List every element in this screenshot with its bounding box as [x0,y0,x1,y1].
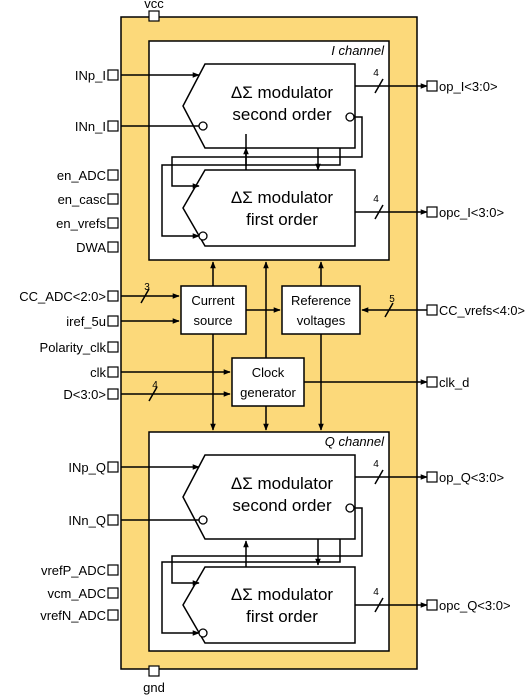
pin-vrefp-label: vrefP_ADC [41,563,106,578]
q-mod2-inv-bubble-out [345,503,355,513]
pin-clk [107,366,119,378]
pin-en-vrefs [107,217,119,229]
q-mod2-line2: second order [232,496,332,515]
q-op-slash [374,469,384,485]
vcc-label: vcc [144,0,164,11]
q-mod1-line1: ΔΣ modulator [231,585,334,604]
current-source-line1: Current [191,293,235,308]
clock-line1: Clock [252,365,285,380]
pin-op-q [426,471,438,483]
reference-line2: voltages [297,313,346,328]
i-loop-in [161,148,341,239]
pin-opc-i-label: opc_I<3:0> [439,205,504,220]
pin-dwa [107,241,119,253]
pin-clk-label: clk [90,365,106,380]
q-opc-slash [374,597,384,613]
i-mod1-inv-bubble [198,231,208,241]
pin-opc-q-label: opc_Q<3:0> [439,598,511,613]
pin-inn-i-label: INn_I [75,119,106,134]
q-mod1-block [182,566,356,644]
q-op-bus-width: 4 [373,459,379,470]
pin-vrefn-label: vrefN_ADC [40,608,106,623]
i-opc-bus-width: 4 [373,194,379,205]
q-mod2-line1: ΔΣ modulator [231,474,334,493]
reference-line1: Reference [291,293,351,308]
gnd-pin [148,665,160,677]
pin-iref-label: iref_5u [66,314,106,329]
pin-inp-q [107,461,119,473]
q-opc-bus-width: 4 [373,587,379,598]
pin-cc-vrefs [426,304,438,316]
i-op-slash [374,78,384,94]
clock-line2: generator [240,385,296,400]
pin-vcm [107,587,119,599]
i-mod2-inv-bubble-out [345,112,355,122]
gnd-label: gnd [143,680,165,695]
q-loop-in [161,539,341,636]
i-opc-slash [374,204,384,220]
pin-inn-q-label: INn_Q [68,513,106,528]
i-mod1-block [182,169,356,247]
i-mod2-line2: second order [232,105,332,124]
vcc-pin [148,10,160,22]
pin-polarity-label: Polarity_clk [40,340,107,355]
pin-dwa-label: DWA [76,240,106,255]
pin-vcm-label: vcm_ADC [47,586,106,601]
pin-en-adc-label: en_ADC [57,168,106,183]
current-source-line2: source [193,313,232,328]
clock-generator-block [231,357,305,407]
i-mod1-line1: ΔΣ modulator [231,188,334,207]
i-op-bus-width: 4 [373,68,379,79]
pin-op-q-label: op_Q<3:0> [439,470,504,485]
i-channel-label: I channel [331,43,385,58]
pin-inp-i-label: INp_I [75,68,106,83]
pin-cc-vrefs-label: CC_vrefs<4:0> [439,303,525,318]
cc-vrefs-slash [384,302,394,318]
i-mod2-block [182,63,356,149]
pin-d-label: D<3:0> [63,387,106,402]
cc-vrefs-bus-width: 5 [389,294,395,305]
pin-inp-i [107,69,119,81]
pin-d [107,388,119,400]
pin-en-casc-label: en_casc [58,192,107,207]
pin-cc-adc [107,290,119,302]
i-mod2-inv-bubble-in [198,121,208,131]
pin-opc-q [426,599,438,611]
pin-op-i [426,80,438,92]
pin-inp-q-label: INp_Q [68,460,106,475]
pin-iref [107,315,119,327]
pin-cc-adc-label: CC_ADC<2:0> [19,289,106,304]
q-loop-out [171,507,363,586]
pin-clk-d [426,376,438,388]
q-channel-label: Q channel [325,434,385,449]
q-mod2-block [182,454,356,540]
d-bus-width: 4 [152,380,158,391]
pin-vrefn [107,609,119,621]
cc-adc-bus-width: 3 [144,282,150,293]
pin-op-i-label: op_I<3:0> [439,79,498,94]
cc-adc-slash [140,288,150,304]
i-mod2-line1: ΔΣ modulator [231,83,334,102]
d-slash [148,386,158,402]
q-mod1-inv-bubble [198,628,208,638]
q-mod1-line2: first order [246,607,318,626]
i-loop-out [171,116,363,189]
pin-inn-q [107,514,119,526]
pin-clk-d-label: clk_d [439,375,469,390]
pin-opc-i [426,206,438,218]
pin-inn-i [107,120,119,132]
pin-polarity [107,341,119,353]
pin-en-adc [107,169,119,181]
q-mod2-inv-bubble-in [198,515,208,525]
right-pin-group: op_I<3:0> opc_I<3:0> CC_vrefs<4:0> clk_d… [426,79,525,613]
pin-en-vrefs-label: en_vrefs [56,216,106,231]
pin-en-casc [107,193,119,205]
pin-vrefp [107,564,119,576]
left-pin-group: INp_I INn_I en_ADC en_casc en_vrefs DWA … [19,68,119,623]
i-mod1-line2: first order [246,210,318,229]
